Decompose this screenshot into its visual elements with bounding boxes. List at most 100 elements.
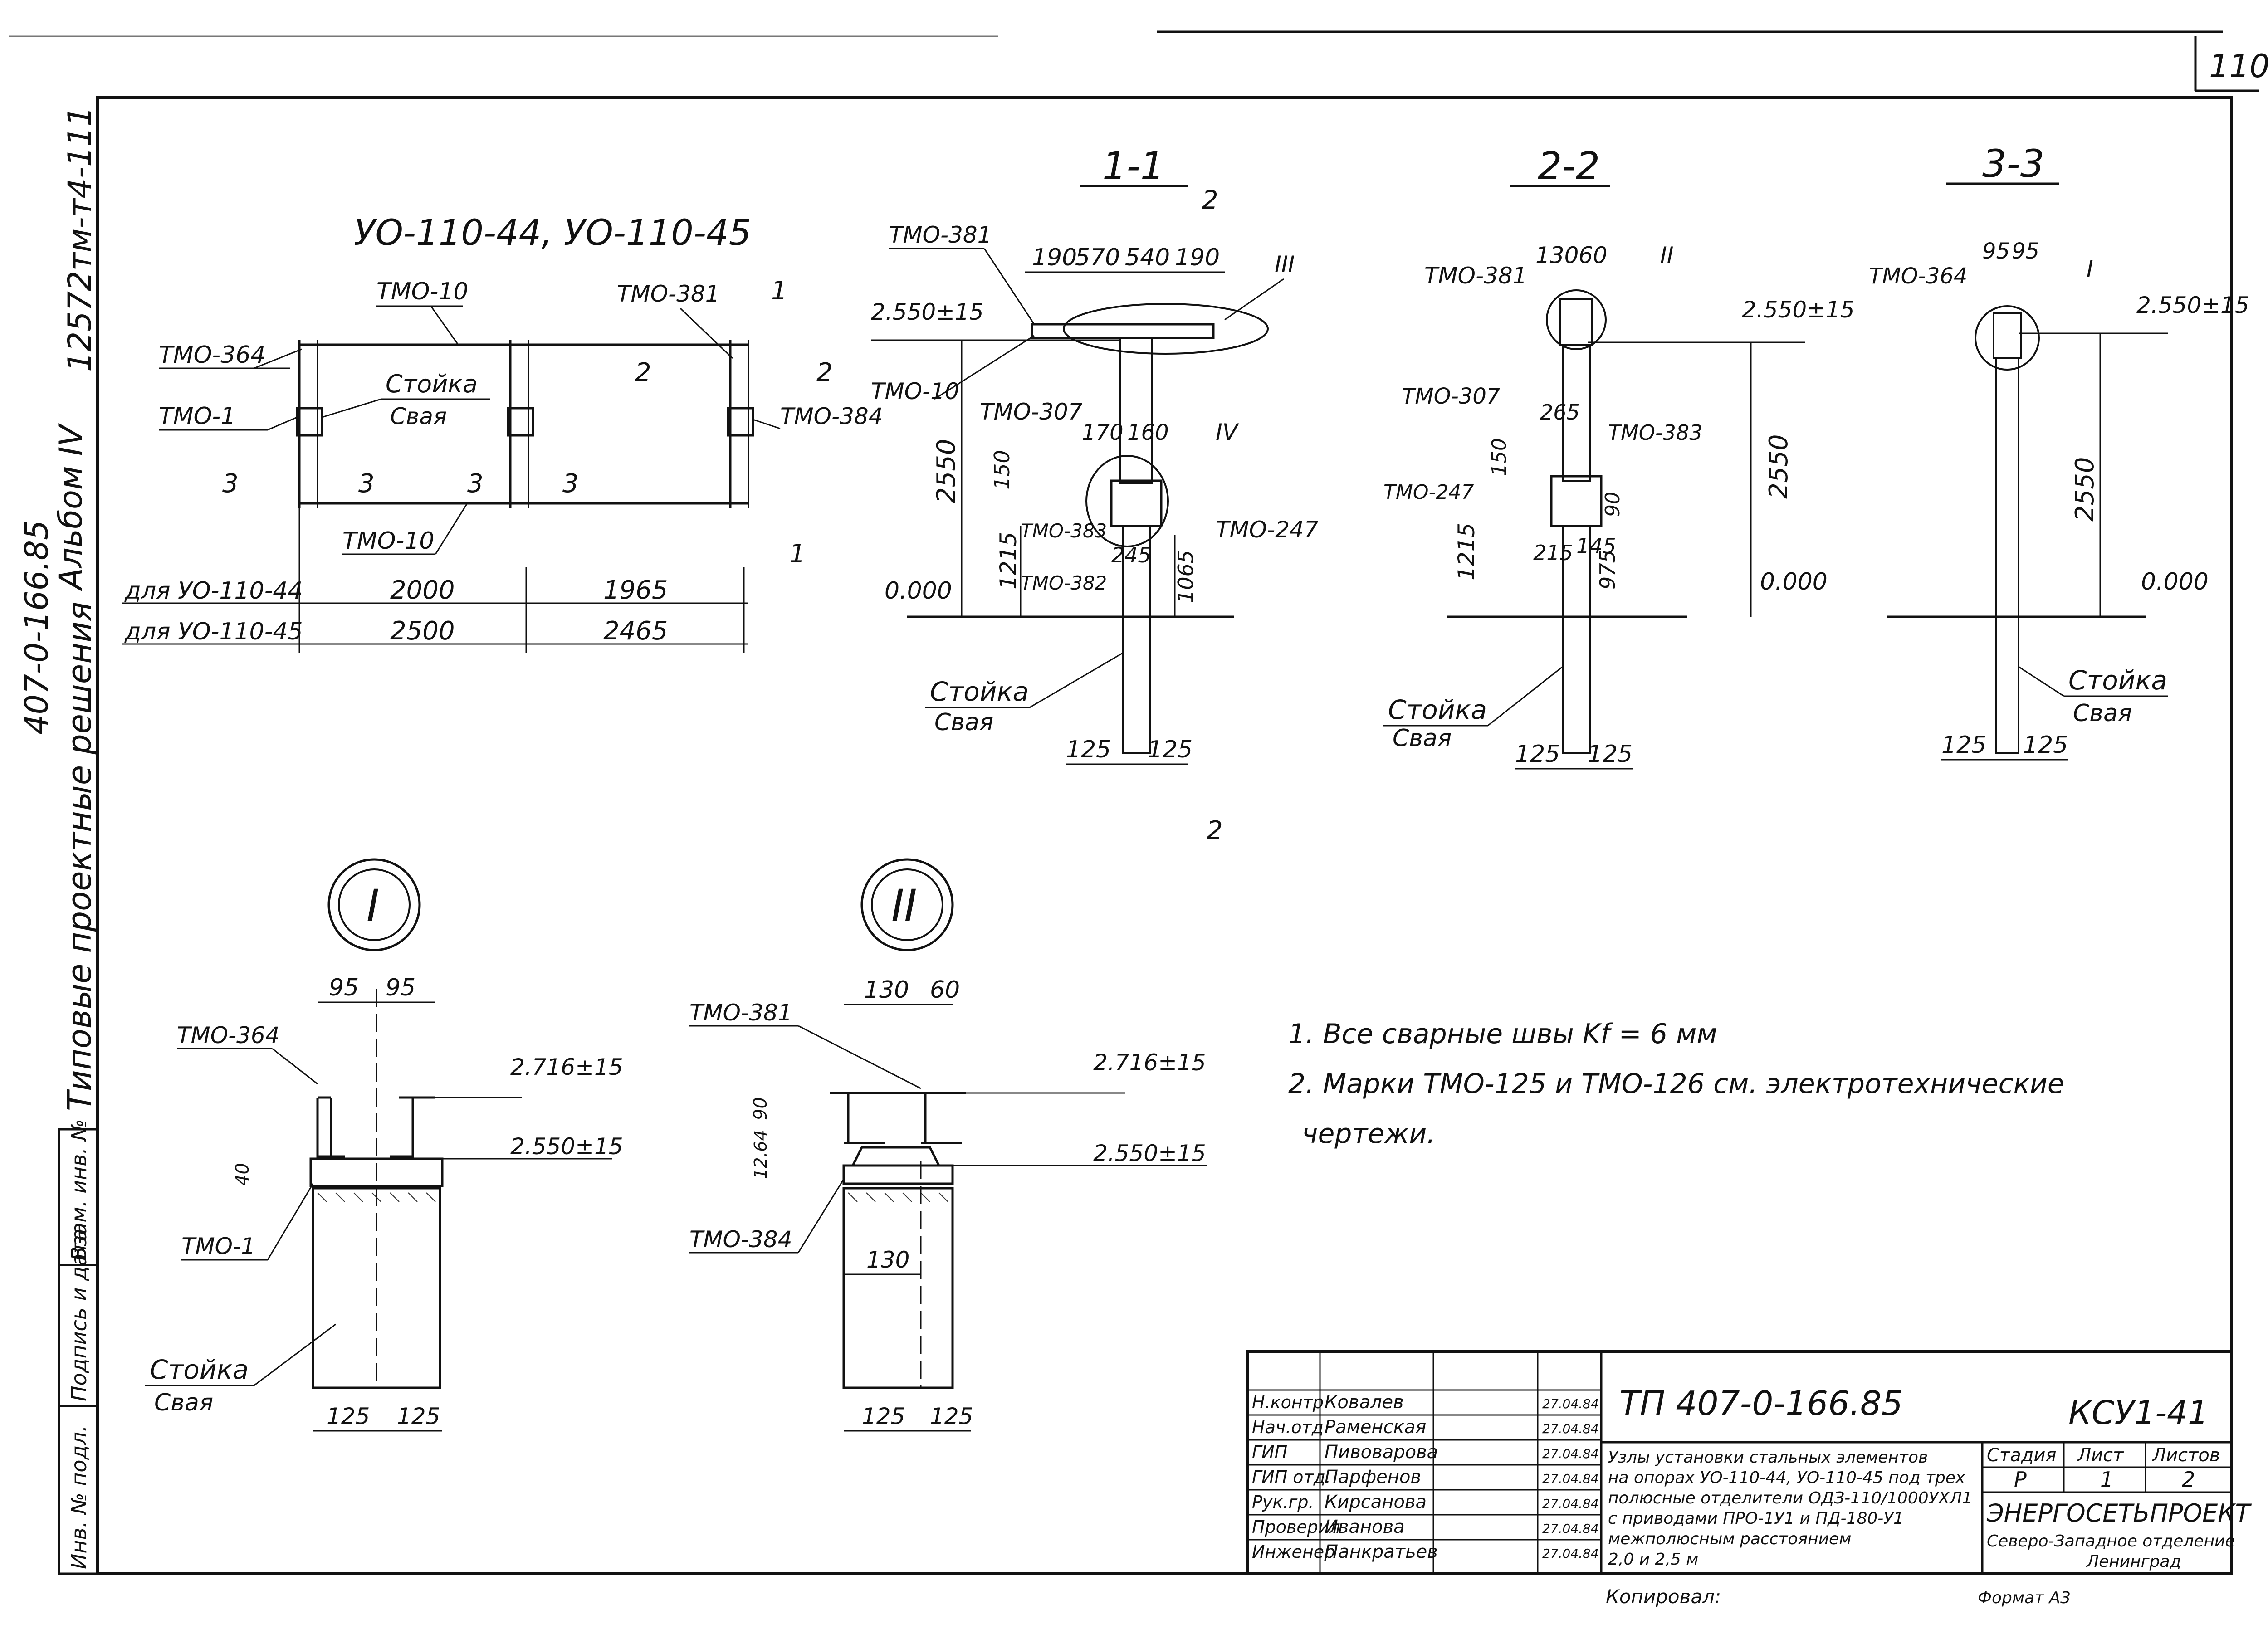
tb-role-7: Инженер [1252, 1542, 1335, 1562]
plan-cut-mark-3-a: 3 [222, 469, 239, 498]
collection-label: Типовые проектные решения [60, 602, 98, 1111]
section-1-1-label-tmo307: ТМО-307 [980, 399, 1083, 425]
node-I-circle-outer [327, 858, 421, 951]
section-1-1-label-tmo382: ТМО-382 [1021, 572, 1107, 594]
plan-cut-mark-3-d: 3 [562, 469, 579, 498]
tb-sheet-head: Лист [2077, 1445, 2124, 1466]
tb-desc-6: 2,0 и 2,5 м [1608, 1550, 1698, 1569]
plan-title: УО-110-44, УО-110-45 [354, 213, 751, 254]
tb-name-2: Раменская [1325, 1417, 1426, 1438]
section-1-1-pile [1122, 525, 1151, 754]
tb-date-6: 27.04.84 [1542, 1521, 1599, 1536]
tb-format: Формат А3 [1978, 1589, 2071, 1607]
node-I-detail: I 95 95 ТМО-364 2.716±15 2.550±15 40 ТМО… [145, 858, 623, 1432]
plan-post-3 [727, 407, 754, 437]
title-block: Н.контр. Ковалев 27.04.84 Нач.отд. Рамен… [1246, 1350, 2252, 1608]
node-II-detail: II 130 60 ТМО-381 2.716±15 2.550±15 90 1… [689, 858, 1207, 1432]
node-II-circle-inner [871, 868, 943, 941]
section-2-2-vert-dim-975: 975 [1595, 550, 1620, 590]
node-I-label-tmo1: ТМО-1 [181, 1233, 255, 1259]
node-I-base-dim-1: 125 [327, 1403, 370, 1429]
section-1-1-vert-dim-2550: 2550 [932, 439, 961, 503]
tb-stage: Р [2014, 1467, 2027, 1492]
plan-label-stoyka: Стойка [386, 370, 478, 398]
plan-dim-row1-b: 1965 [603, 576, 668, 605]
plan-label-tmo381: ТМО-381 [617, 281, 720, 307]
tb-org: ЭНЕРГОСЕТЬПРОЕКТ [1986, 1499, 2252, 1527]
section-2-2-stoyka: Стойка [1388, 694, 1487, 725]
node-II-top-dim-1: 130 [864, 976, 909, 1004]
plan-label-tmo10-bottom: ТМО-10 [342, 527, 435, 555]
node-II-dim-130: 130 [866, 1247, 909, 1273]
section-1-1-mid-dim-170: 170 [1082, 420, 1124, 445]
plan-label-tmo384: ТМО-384 [780, 403, 883, 429]
section-2-2-pile [1562, 525, 1591, 754]
section-2-2-base-dim-1: 125 [1515, 741, 1560, 768]
left-margin: 12572тм-т4-111 407-0-166.85 Альбом IV Ти… [18, 106, 99, 1575]
section-1-1-label-tmo381: ТМО-381 [889, 222, 992, 248]
plan-dim-row2-b: 2465 [603, 616, 668, 646]
plan-dim-row2-a: 2500 [390, 616, 455, 646]
section-1-1-top-dim-3: 540 [1125, 244, 1170, 271]
section-1-1-svaya: Свая [934, 709, 993, 736]
section-1-1-node-IV-circle [1085, 455, 1169, 547]
node-I-svaya: Свая [154, 1389, 213, 1416]
section-1-1-cut-mark: 2 [1202, 185, 1218, 215]
section-2-2-top-dim-2: 60 [1579, 242, 1608, 268]
section-1-1-base-dim-2: 125 [1148, 736, 1193, 763]
section-2-2-vert-dim-2550: 2550 [1764, 434, 1794, 499]
plan-cut-mark-2-b: 2 [635, 358, 651, 387]
section-1-1-node-III-circle [1063, 303, 1269, 355]
series-code: 407-0-166.85 [18, 520, 55, 735]
node-II-pile [842, 1187, 954, 1389]
section-2-2: 2-2 130 60 II ТМО-381 2.550±15 2550 ТМО-… [1383, 144, 1855, 770]
sheet-frame [96, 96, 2233, 1575]
section-1-1-mid-dim-160: 160 [1127, 420, 1169, 445]
tb-city: Ленинград [2086, 1552, 2181, 1571]
node-II-elev-1: 2.716±15 [1093, 1049, 1206, 1076]
node-II-side-dim-1264: 12.64 [751, 1130, 771, 1179]
section-2-2-svaya: Свая [1393, 725, 1452, 752]
section-2-2-node-circle [1546, 289, 1607, 350]
tb-document: ТП 407-0-166.85 [1619, 1384, 1903, 1423]
tb-stage-head: Стадия [1987, 1445, 2056, 1466]
tb-sheets: 2 [2182, 1467, 2195, 1492]
node-I-base-dim-2: 125 [397, 1403, 440, 1429]
section-2-2-label-tmo247: ТМО-247 [1383, 481, 1474, 504]
stamp-cell-1: Взам. инв. № [67, 1119, 91, 1261]
tb-desc-5: межполюсным расстоянием [1608, 1530, 1851, 1548]
section-2-2-label-tmo307: ТМО-307 [1402, 384, 1501, 409]
plan-post-1 [296, 407, 323, 437]
tb-desc-3: полюсные отделители ОДЗ-110/1000УХЛ1 [1608, 1489, 1972, 1507]
section-1-1-cut-mark-bottom: 2 [1207, 816, 1223, 845]
note-1: 1. Все сварные швы Kf = 6 мм [1288, 1018, 1717, 1050]
node-I-stoyka: Стойка [150, 1354, 249, 1385]
tb-date-5: 27.04.84 [1542, 1496, 1599, 1511]
section-1-1: 1-1 2 2 ТМО-381 190 570 540 190 III 2.55… [871, 144, 1319, 845]
tb-date-1: 27.04.84 [1542, 1396, 1599, 1411]
section-2-2-base-dim-2: 125 [1588, 741, 1633, 768]
section-2-2-vert-dim-1215: 1215 [1453, 523, 1480, 581]
section-2-2-elev-zero: 0.000 [1760, 568, 1828, 595]
plan-label-svaya: Свая [390, 403, 447, 429]
tb-name-7: Панкратьев [1325, 1542, 1438, 1562]
section-2-2-mid-dim-265: 265 [1540, 400, 1580, 424]
project-code: 12572тм-т4-111 [61, 106, 98, 372]
section-1-1-label-tmo247: ТМО-247 [1216, 517, 1319, 543]
section-2-2-mid-dim-145: 145 [1576, 534, 1616, 558]
section-2-2-top-dim-1: 130 [1535, 242, 1579, 268]
section-2-2-mid-dim-90: 90 [1601, 492, 1624, 517]
tb-role-3: ГИП [1252, 1442, 1287, 1462]
section-3-3-title: 3-3 [1982, 141, 2044, 186]
section-1-1-top-dim-1: 190 [1032, 244, 1077, 271]
section-3-3-elev-zero: 0.000 [2141, 568, 2209, 595]
stamp-cell-2: Подпись и дата [67, 1229, 91, 1401]
section-3-3: 3-3 95 95 I ТМО-364 2.550±15 2550 0.000 … [1869, 141, 2249, 761]
section-1-1-base-dim-1: 125 [1066, 736, 1111, 763]
plan-post-2 [507, 407, 534, 437]
plan-label-tmo10-top: ТМО-10 [376, 278, 469, 305]
section-3-3-svaya: Свая [2073, 700, 2132, 727]
tb-date-4: 27.04.84 [1542, 1471, 1599, 1486]
album-label: Альбом IV [52, 423, 89, 591]
tb-desc-2: на опорах УО-110-44, УО-110-45 под трех [1608, 1468, 1965, 1487]
